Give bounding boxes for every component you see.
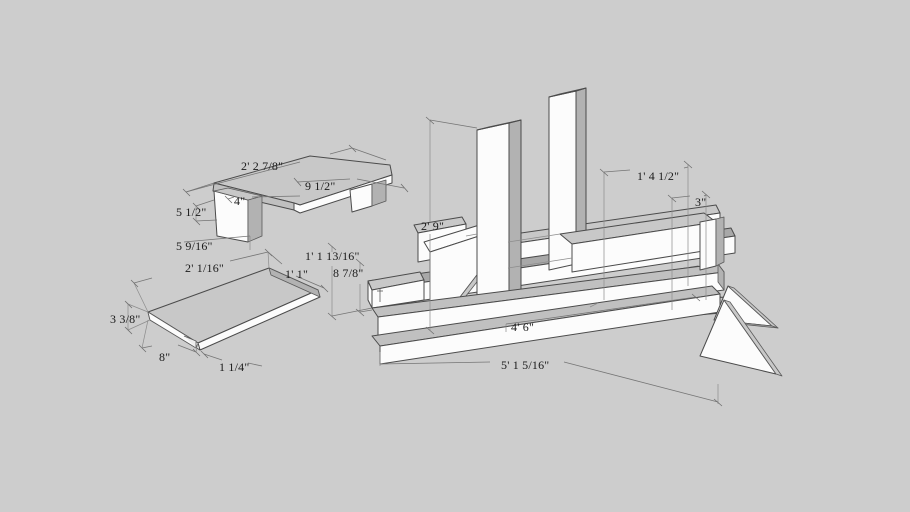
part-sloped-ramp-panel[interactable] [147,267,321,351]
dimension-label-ramp-edge-thickness: 1 1/4" [219,360,250,374]
dimension-label-shelf-bracket-height: 5 1/2" [176,205,207,219]
dimension-label-frame-overall-length: 5' 1 5/16" [501,358,550,372]
left-stub-box[interactable] [367,271,425,309]
dimension-label-frame-post-height: 2' 9" [421,219,445,233]
dimension-label-seat-depth: 1' 4 1/2" [637,169,680,183]
part-bench-frame-assembly[interactable] [367,87,783,377]
dimension-label-shelf-bracket-offset: 5 9/16" [176,239,213,253]
dimension-label-rail-height-lower: 8 7/8" [333,266,364,280]
front-bottom-rail[interactable] [371,263,725,337]
tall-post-left[interactable] [476,119,522,337]
dimension-label-frame-inner-length: 4' 6" [511,320,535,334]
part-wall-shelf[interactable] [212,155,393,243]
dimension-lines [124,116,723,407]
dimension-label-ramp-base-run: 8" [159,350,171,364]
dimension-label-shelf-length: 2' 2 7/8" [241,159,284,173]
right-post-stub[interactable] [699,216,725,271]
dimension-label-ramp-width: 1' 1" [285,267,309,281]
dimension-label-rail-height-upper: 1' 1 13/16" [305,249,360,263]
tall-post-right[interactable] [548,87,587,271]
dimension-label-shelf-notch-width: 4" [234,194,246,208]
right-gusset-lower[interactable] [699,299,783,377]
dimension-label-backrest-width: 3" [695,195,707,209]
dimension-label-ramp-length: 2' 1/16" [185,261,224,275]
dimension-label-shelf-depth: 9 1/2" [305,179,336,193]
dimension-label-ramp-rise: 3 3/8" [110,312,141,326]
